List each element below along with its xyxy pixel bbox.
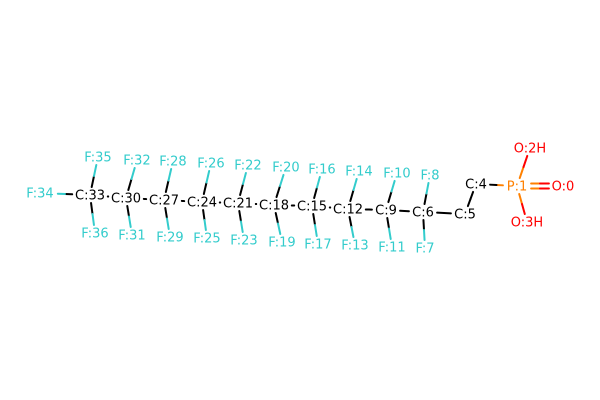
bond-c21-f22-b [242, 171, 247, 185]
atom-label-c30: C:30 [111, 192, 141, 207]
atom-label-f28: F:28 [159, 155, 186, 170]
atom-label-f35: F:35 [84, 151, 111, 166]
atom-label-c9: C:9 [375, 204, 397, 219]
bond-c6-f7-b [423, 229, 426, 242]
bond-c9-f11-a [386, 216, 390, 230]
bond-c15-f17-a [312, 212, 316, 226]
atom-label-f19: F:19 [268, 236, 295, 251]
bond-c15-f17-b [314, 224, 318, 238]
bond-c33-f36-b [91, 213, 95, 227]
atom-label-c18: C:18 [259, 199, 289, 214]
atom-label-f26: F:26 [197, 157, 224, 172]
bond-c18-f19-a [274, 211, 279, 225]
atom-label-c4: C:4 [465, 178, 487, 193]
atom-label-c15: C:15 [297, 200, 327, 215]
bond-c12-f13-b [350, 226, 355, 239]
atom-label-f31: F:31 [118, 229, 145, 244]
atom-label-f29: F:29 [156, 231, 183, 246]
atom-label-f14: F:14 [345, 165, 372, 180]
atom-label-f23: F:23 [230, 234, 257, 249]
bond-c18-f20-a [275, 185, 281, 199]
atom-label-f16: F:16 [308, 163, 335, 178]
atom-label-f7: F:7 [415, 242, 434, 257]
atom-label-c5: C:5 [454, 208, 476, 223]
bond-c30-f32-a [127, 178, 133, 192]
bond-c9-f11-b [388, 227, 392, 241]
bond-c12-f14-a [349, 189, 355, 203]
atom-label-c27: C:27 [149, 194, 179, 209]
bond-c9-f10-b [390, 179, 396, 193]
bond-c33-f35-a [90, 175, 95, 189]
bond-c12-f14-b [352, 177, 358, 191]
bond-c30-f31-a [126, 204, 130, 218]
atom-label-f10: F:10 [383, 167, 410, 182]
atom-label-c6: C:6 [412, 206, 434, 221]
bond-c27-f28-b [167, 167, 173, 182]
bond-c24-f25-b [203, 219, 207, 232]
atom-label-f17: F:17 [304, 238, 331, 253]
atom-label-f22: F:22 [234, 159, 261, 174]
bond-c27-f29-b [166, 217, 170, 231]
bond-c27-f29-a [164, 206, 168, 220]
atom-label-c24: C:24 [187, 196, 217, 211]
bond-c30-f31-b [128, 215, 132, 229]
bond-c15-f16-b [316, 175, 321, 189]
atom-label-f13: F:13 [341, 239, 368, 254]
bond-c9-f10-a [387, 190, 393, 204]
atom-label-c33: C:33 [75, 189, 105, 204]
bond-p1-o2-b [522, 154, 529, 168]
atom-label-f8: F:8 [420, 169, 439, 184]
atom-label-p1: P:1 [507, 180, 528, 195]
bond-c15-f16-a [313, 186, 318, 200]
bond-layer [56, 154, 550, 242]
bond-c33-f35-b [93, 163, 98, 177]
atom-label-f20: F:20 [272, 161, 299, 176]
bond-c21-f22-a [239, 183, 244, 197]
atom-label-c21: C:21 [223, 197, 253, 212]
atom-layer: P:1 O:0 O:2H O:3H C:4C:5 C:6F:7 F:8C:9 F:10F:11… [26, 142, 574, 257]
bond-c21-f23-a [238, 209, 242, 223]
bond-c6-f8-b [425, 181, 430, 195]
bond-c30-f32-b [130, 166, 136, 180]
atom-label-f36: F:36 [81, 227, 108, 242]
bond-c18-f19-b [277, 222, 282, 236]
bond-c18-f20-b [279, 173, 285, 187]
atom-label-o0: O:0 [552, 180, 575, 195]
atom-label-f32: F:32 [123, 154, 150, 169]
bond-c24-f26-a [202, 181, 208, 196]
bond-c6-f7-a [422, 218, 425, 231]
atom-label-f11: F:11 [378, 241, 405, 256]
atom-label-c12: C:12 [333, 203, 363, 218]
bond-p1-o2-a [518, 166, 525, 180]
atom-label-f25: F:25 [193, 232, 220, 247]
bond-c12-f13-a [348, 215, 353, 228]
bond-c21-f23-b [240, 220, 244, 234]
bond-c4-c5-b [466, 198, 472, 208]
atom-label-o2: O:2H [514, 142, 546, 157]
bond-c6-f8-a [423, 192, 428, 206]
atom-label-f34: F:34 [26, 187, 53, 202]
bond-c33-f36-a [90, 201, 94, 215]
bond-c24-f26-b [205, 169, 211, 184]
bond-p1-o3-a [518, 192, 523, 205]
bond-c24-f25-a [202, 208, 206, 221]
bond-c4-c5-a [469, 190, 475, 200]
bond-c27-f28-a [164, 179, 170, 194]
bond-p1-o3-b [521, 203, 526, 216]
atom-label-o3: O:3H [511, 216, 543, 231]
